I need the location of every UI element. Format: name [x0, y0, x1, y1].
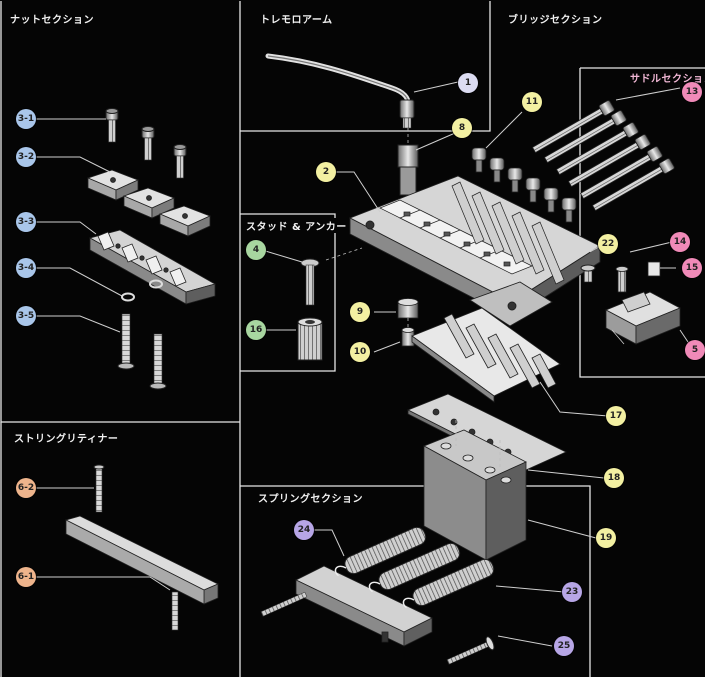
nut-section-title: ナットセクション [8, 11, 96, 26]
spring-claw [295, 565, 433, 647]
badge-16: 16 [246, 320, 266, 340]
badge-3-2: 3-2 [16, 147, 36, 167]
badge-6-1: 6-1 [16, 567, 36, 587]
badge-1: 1 [458, 73, 478, 93]
nut-screws [117, 313, 167, 390]
arm-socket [397, 129, 463, 196]
badge-3-4: 3-4 [16, 258, 36, 278]
dashed-guides [325, 128, 501, 470]
badge-23: 23 [562, 582, 582, 602]
spring-claw-plate [411, 307, 561, 403]
claw-screws [260, 591, 495, 665]
nut-clamps [86, 169, 212, 237]
nut-leaders [36, 118, 123, 333]
badge-3-5: 3-5 [16, 306, 36, 326]
tremolo-arm [265, 53, 415, 129]
bridge-section-title: ブリッジセクション [506, 11, 605, 26]
bridge-fins [451, 181, 565, 285]
badge-9: 9 [350, 302, 370, 322]
saddle-bolts [531, 87, 681, 212]
badge-14: 14 [670, 232, 690, 252]
bridge-lock-parts [373, 298, 419, 353]
badge-10: 10 [350, 342, 370, 362]
badge-17: 17 [606, 406, 626, 426]
badge-3-3: 3-3 [16, 212, 36, 232]
bridge-saddles [379, 199, 533, 275]
badge-13: 13 [682, 82, 702, 102]
springs [334, 526, 495, 609]
stud-anchor [261, 249, 323, 361]
bridge-leaders [336, 171, 609, 539]
saddle-assembly [605, 241, 691, 346]
badge-3-1: 3-1 [16, 109, 36, 129]
small-screw-22 [580, 264, 596, 283]
tremolo-arm-title: トレモロアーム [258, 11, 335, 26]
badge-19: 19 [596, 528, 616, 548]
spring-leaders [314, 529, 565, 647]
badge-18: 18 [604, 468, 624, 488]
nut-washers [121, 279, 163, 302]
badge-25: 25 [554, 636, 574, 656]
retainer-parts [64, 464, 219, 631]
badge-15: 15 [682, 258, 702, 278]
fine-tuners [471, 111, 577, 223]
badge-4: 4 [246, 240, 266, 260]
string-retainer-title: ストリングリティナー [12, 430, 121, 445]
retainer-leaders [36, 487, 171, 591]
badge-2: 2 [316, 162, 336, 182]
spring-section-title: スプリングセクション [256, 490, 365, 505]
badge-6-2: 6-2 [16, 478, 36, 498]
badge-22: 22 [598, 234, 618, 254]
saddle-section-title: サドルセクション [628, 70, 705, 85]
nut-bolts [105, 108, 187, 179]
nut-base [88, 229, 217, 305]
badge-24: 24 [294, 520, 314, 540]
badge-8: 8 [452, 118, 472, 138]
stud-anchor-title: スタッド & アンカー [244, 218, 349, 233]
tremolo-block [423, 429, 527, 561]
badge-5: 5 [685, 340, 705, 360]
badge-11: 11 [522, 92, 542, 112]
